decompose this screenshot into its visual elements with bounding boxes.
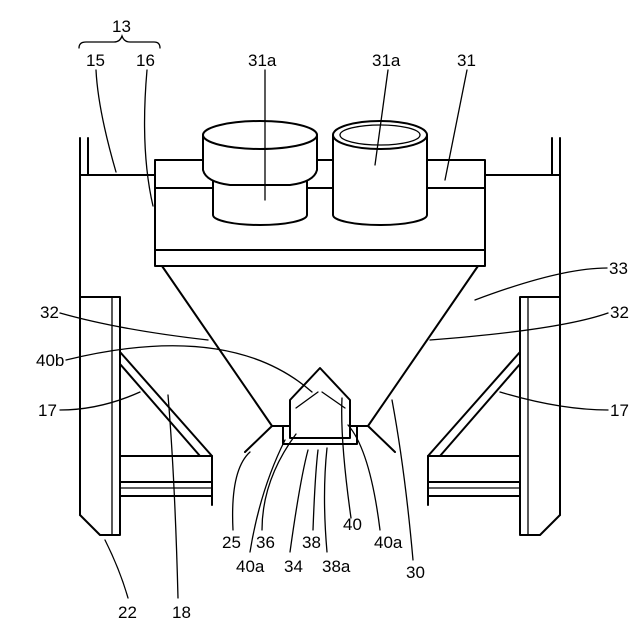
left-support-bracket [120,352,212,505]
right-support-bracket [428,352,520,505]
label-31: 31 [457,51,476,70]
label-40a-right: 40a [374,533,403,552]
label-22: 22 [118,603,137,622]
label-15: 15 [86,51,105,70]
label-17-left: 17 [38,401,57,420]
label-33: 33 [609,259,628,278]
label-18: 18 [172,603,191,622]
label-32-left: 32 [40,303,59,322]
label-16: 16 [136,51,155,70]
label-31a-left: 31a [248,51,277,70]
label-30: 30 [406,563,425,582]
label-38: 38 [302,533,321,552]
cylinder-left [203,121,317,225]
label-31a-right: 31a [372,51,401,70]
cylinder-right [333,121,427,225]
label-40: 40 [343,515,362,534]
upper-block [155,160,485,266]
label-36: 36 [256,533,275,552]
label-25: 25 [222,533,241,552]
label-34: 34 [284,557,303,576]
label-40b: 40b [36,351,64,370]
label-38a: 38a [322,557,351,576]
label-40a-left: 40a [236,557,265,576]
label-17-right: 17 [610,401,629,420]
label-32-right: 32 [610,303,629,322]
label-13: 13 [112,17,131,36]
